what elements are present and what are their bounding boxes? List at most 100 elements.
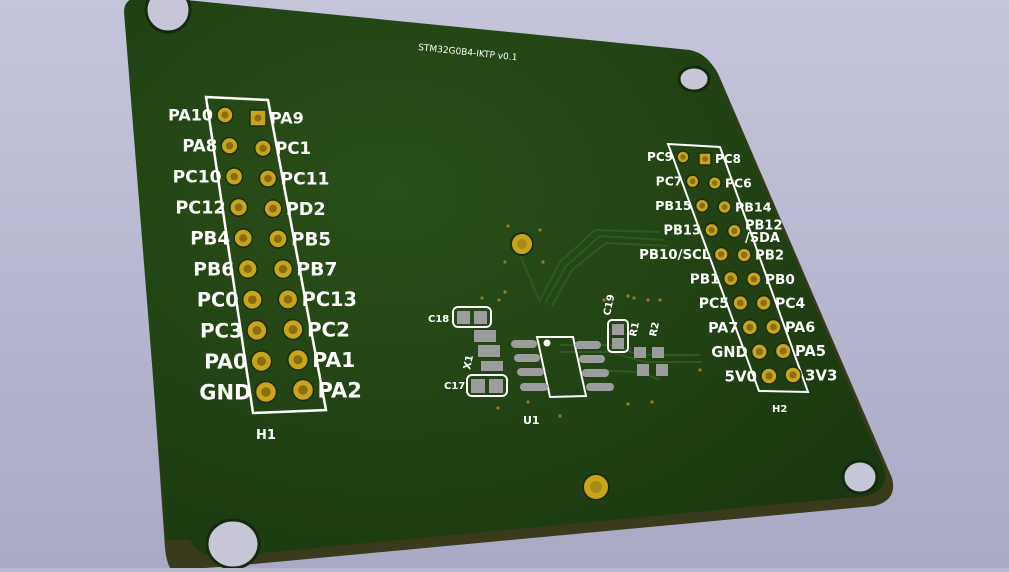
h1-right-label-1: PA9 [270, 109, 304, 128]
h1-right-label-4: PD2 [286, 200, 326, 220]
h1-left-label-7: PC0 [197, 288, 239, 311]
r2-reference: R2 [648, 321, 662, 338]
h2-pins [676, 150, 802, 385]
h2-right-label-4: /SDA [745, 231, 780, 246]
u1-outline [535, 336, 588, 399]
via-3 [503, 260, 507, 264]
h2-right-label-5: PB2 [755, 249, 784, 264]
via-6 [497, 298, 501, 302]
h2-right-label-2: PC6 [725, 176, 752, 190]
u1-footprint: U1 [511, 336, 614, 427]
via-7 [602, 298, 606, 302]
h1-pin-hole [259, 144, 267, 152]
test-pad-bottom-hole [590, 481, 602, 493]
h1-pin-hole [230, 172, 238, 181]
h2-pin-hole [741, 251, 748, 259]
u1-pads-right [575, 341, 614, 391]
h2-header-outline [666, 142, 810, 394]
h1-left-label-9: PA0 [204, 349, 247, 373]
c18-reference: C18 [428, 314, 449, 325]
h2-left-label-7: PC5 [699, 296, 729, 312]
h1-pin-hole [243, 264, 253, 274]
h1-right-label-10: PA2 [318, 378, 362, 402]
via-13 [526, 400, 530, 404]
via-18 [503, 290, 507, 294]
x1-reference: X1 [462, 354, 476, 371]
h2-right-label-6: PB0 [765, 272, 795, 288]
c19-capacitor: C19 [602, 294, 629, 353]
mounting-holes [144, 0, 879, 570]
h1-left-label-8: PC3 [200, 319, 243, 342]
h2-pin-hole [689, 178, 696, 185]
via-2 [538, 228, 542, 232]
r2-resistor: R2 [648, 321, 668, 376]
h2-left-label-5: PB10/SCL [639, 248, 711, 263]
h1-pin-hole [254, 114, 262, 122]
h2-reference: H2 [772, 404, 787, 415]
h1-pin-hole [273, 234, 283, 243]
h2-right-label-10: 3V3 [805, 366, 837, 384]
h1-right-label-7: PC13 [302, 288, 357, 311]
h2-pin-hole [755, 348, 763, 356]
h2-pin-hole [765, 372, 773, 380]
h1-right-label-3: PC11 [281, 169, 330, 189]
h2-right-label-3: PB14 [735, 199, 772, 214]
h2-left-label-6: PB1 [690, 271, 720, 287]
h2-pin-hole [711, 180, 718, 186]
h1-pin-hole [269, 204, 277, 213]
h1-pin-hole [247, 295, 257, 305]
via-12 [496, 406, 500, 410]
h1-left-label-5: PB4 [190, 228, 230, 249]
h2-pin-hole [770, 323, 777, 331]
h1-pin-hole [264, 174, 272, 183]
h2-pin-hole [760, 299, 767, 307]
h1-left-label-1: PA10 [168, 106, 213, 125]
h1-pin-hole [256, 356, 267, 366]
test-pad-top-hole [517, 239, 527, 249]
h1-left-label-6: PB6 [193, 259, 234, 280]
h1-pin-hole [293, 355, 303, 365]
h1-pin-hole [278, 264, 288, 274]
h1-reference: H1 [256, 428, 276, 443]
h1-pin-hole [234, 203, 243, 212]
h2-left-label-2: PC7 [656, 175, 683, 189]
h2-pin-hole [727, 275, 734, 282]
h2-left-label-10: 5V0 [725, 367, 757, 385]
h1-pin-hole [288, 325, 298, 335]
h1-pin-hole [239, 234, 248, 243]
via-9 [632, 296, 636, 300]
c19-reference: C19 [602, 294, 617, 317]
h1-right-label-9: PA1 [312, 348, 355, 372]
h1-right-label-6: PB7 [296, 260, 337, 281]
mounting-hole-top-right [677, 65, 711, 93]
h2-left-label-9: GND [711, 344, 747, 361]
via-16 [698, 368, 702, 372]
via-17 [558, 414, 562, 418]
h2-pin-hole [702, 156, 708, 162]
x1-crystal: X1 [462, 330, 503, 371]
h2-pin-hole [718, 251, 725, 258]
h2-pin-hole [789, 371, 797, 379]
h1-pin-hole [283, 294, 293, 304]
h1-right-label-5: PB5 [291, 229, 331, 250]
h1-pin-hole [225, 142, 234, 150]
via-10 [646, 298, 650, 302]
u1-pads-left [511, 340, 548, 391]
h2-pin-hole [731, 228, 738, 234]
h1-left-label-10: GND [199, 380, 251, 404]
h2-pin-hole [779, 347, 787, 355]
h2-left-label-1: PC9 [647, 150, 673, 164]
h1-header-outline [204, 95, 328, 415]
h1-pins [216, 106, 315, 404]
r1-reference: R1 [628, 321, 642, 338]
h1-left-label-2: PA8 [182, 137, 217, 156]
via-5 [480, 296, 484, 300]
h1-pin-hole [298, 385, 308, 395]
c17-capacitor: C17 [444, 374, 508, 397]
via-1 [506, 224, 510, 228]
